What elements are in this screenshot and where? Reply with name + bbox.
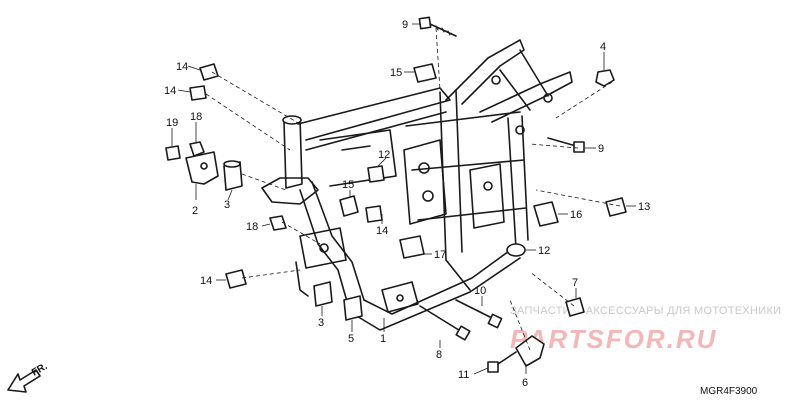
bolt-19 (165, 145, 181, 161)
watermark-caption: ЗАПЧАСТИ И АКСЕССУАРЫ ДЛЯ МОТОТЕХНИКИ (510, 305, 781, 317)
callout-14-b: 14 (164, 85, 176, 97)
grommet-12-lower (506, 243, 526, 257)
front-arrow-icon (7, 369, 41, 393)
bolt-9-right (547, 137, 585, 153)
callout-1: 1 (380, 333, 386, 345)
nut-4 (595, 69, 615, 87)
front-lower-bracket (299, 227, 347, 269)
callout-18-upper: 18 (190, 111, 202, 123)
bolt-9-top (418, 16, 457, 37)
callout-9-right: 9 (598, 143, 604, 155)
bolt-8 (419, 305, 471, 341)
down-tube-left (299, 189, 351, 313)
steering-head-gusset (261, 177, 319, 205)
callout-5: 5 (348, 333, 354, 345)
callout-7: 7 (572, 277, 578, 289)
clip-14-a (199, 63, 219, 81)
collar-3-lower (313, 281, 333, 307)
callout-14-lower: 14 (200, 275, 212, 287)
rear-mount-plate (469, 163, 505, 229)
nut-18-upper (189, 141, 205, 157)
callout-18-lower: 18 (246, 221, 258, 233)
top-backbone (297, 87, 451, 141)
callout-10: 10 (474, 285, 486, 297)
down-tube-right (311, 181, 365, 301)
cradle-lower-left (349, 257, 521, 331)
callout-3-lower: 3 (318, 317, 324, 329)
callout-17: 17 (434, 249, 446, 261)
clip-15-mid (339, 195, 359, 217)
callout-11: 11 (458, 369, 469, 381)
clip-14-lower (225, 269, 247, 289)
callout-12-upper: 12 (378, 149, 390, 161)
callout-13: 13 (638, 201, 650, 213)
collar-5 (343, 295, 363, 321)
callout-14-mid: 14 (376, 225, 388, 237)
callouts: 9 4 14 15 14 19 18 9 12 13 2 3 15 14 16 … (164, 19, 650, 389)
callout-4: 4 (600, 41, 606, 53)
callout-6: 6 (522, 377, 528, 389)
watermark-logo: PARTSFOR.RU (510, 324, 717, 354)
callout-16: 16 (570, 209, 582, 221)
frame-body (261, 39, 573, 331)
leaders (171, 23, 636, 375)
callout-3-upper: 3 (224, 199, 230, 211)
assembly-lines (205, 27, 621, 351)
callout-8: 8 (436, 349, 442, 361)
seat-rail-right (479, 71, 573, 123)
nut-7 (565, 297, 585, 317)
bolt-10 (455, 299, 503, 329)
bracket-16 (533, 201, 559, 227)
callout-15-mid: 15 (342, 179, 354, 191)
callout-19: 19 (166, 117, 178, 129)
front-direction-marker: FR. (7, 361, 50, 393)
callout-2: 2 (192, 205, 198, 217)
block-17 (399, 235, 425, 259)
engine-mount-plate (403, 139, 447, 225)
seat-rail-left (445, 39, 525, 105)
callout-12-lower: 12 (538, 245, 550, 257)
rear-down-left (439, 91, 471, 291)
callout-9-top: 9 (402, 19, 408, 31)
clip-14-mid (365, 205, 383, 223)
front-marker-label: FR. (30, 361, 50, 379)
clip-14-b (189, 85, 207, 101)
grommet-12-upper (367, 165, 385, 183)
cradle-lower-right (363, 245, 517, 315)
clip-15-top (413, 63, 437, 83)
small-parts (165, 16, 627, 373)
rear-down-right (507, 117, 517, 249)
bracket-6 (515, 335, 545, 367)
bolt-11 (487, 351, 517, 373)
nut-18-lower (269, 215, 287, 231)
diagram-code: MGR4F3900 (700, 386, 758, 397)
callout-14-a: 14 (176, 61, 188, 73)
callout-15-top: 15 (390, 67, 402, 79)
clip-13 (605, 197, 627, 217)
watermark: ЗАПЧАСТИ И АКСЕССУАРЫ ДЛЯ МОТОТЕХНИКИ PA… (510, 305, 781, 354)
